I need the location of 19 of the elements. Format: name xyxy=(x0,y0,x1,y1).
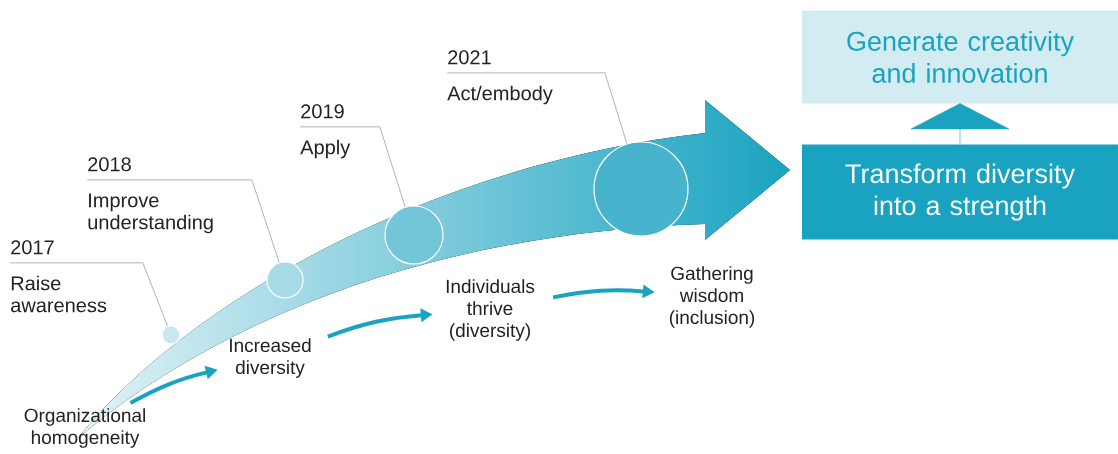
leader-line xyxy=(142,263,168,327)
milestone-circle xyxy=(593,141,689,237)
milestone-label: 2018 Improve understanding xyxy=(86,157,253,234)
milestone-label: 2021 Act/embody xyxy=(446,50,606,105)
leader-line xyxy=(379,127,406,208)
leader-line xyxy=(251,180,280,263)
stage-label: Gathering wisdom (inclusion) xyxy=(669,266,755,328)
milestone-circle xyxy=(266,261,304,299)
goal-box: Generate creativity and innovation xyxy=(802,10,1118,104)
stage-label: Individuals thrive (diversity) xyxy=(446,279,535,341)
milestone-circle xyxy=(384,205,444,265)
triangle-arrow xyxy=(910,103,1010,145)
milestone-label: 2017 Raise awareness xyxy=(9,240,144,313)
stage-label: Organizational homogeneity xyxy=(24,408,145,448)
result-box: Transform diversity into a strength xyxy=(802,144,1118,240)
milestone-label: 2019 Apply xyxy=(299,104,381,159)
leader-line xyxy=(604,73,628,144)
stage-label: Increased diversity xyxy=(230,338,311,378)
milestone-circle xyxy=(161,325,181,345)
